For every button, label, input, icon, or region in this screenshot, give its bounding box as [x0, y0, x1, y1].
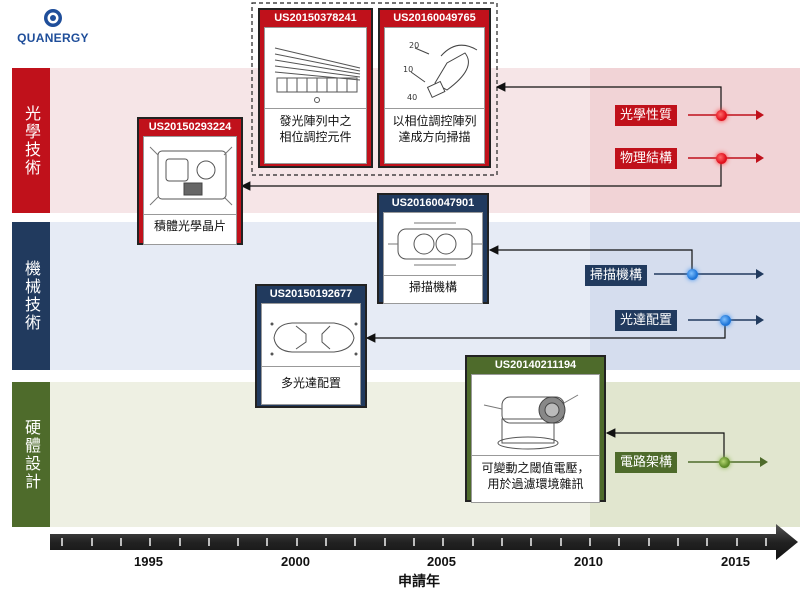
timeline-axis	[50, 524, 798, 560]
patent-figure	[143, 136, 237, 215]
tag-lidar-config: 光達配置	[615, 310, 678, 331]
patent-figure	[261, 303, 361, 367]
patent-desc-box: 發光陣列中之 相位調控元件	[264, 109, 367, 164]
marker-dot-lidar-config	[720, 315, 731, 326]
year-label-2005: 2005	[427, 554, 456, 569]
year-label-1995: 1995	[134, 554, 163, 569]
optics-band-recent	[590, 68, 800, 213]
multi-lidar-car-figure	[270, 322, 358, 356]
patent-number: US20160047901	[391, 197, 475, 209]
patent-card-us20160049765[interactable]: US20160049765 20 10 40 以相位調控陣列 達成方向掃描	[378, 8, 491, 168]
quanergy-logo: QUANERGY	[10, 6, 96, 46]
patent-figure	[471, 374, 600, 456]
timeline-axis-label: 申請年	[398, 574, 440, 590]
patent-figure: 20 10 40	[384, 27, 485, 109]
category-hardware: 硬體設計	[12, 382, 50, 527]
marker-dot-optical-property	[716, 110, 727, 121]
logo-text: QUANERGY	[17, 31, 89, 45]
patent-desc-line2: 達成方向掃描	[398, 130, 471, 144]
patent-card-us20150293224[interactable]: US20150293224 積體光學晶片	[137, 117, 243, 245]
patent-card-us20150378241[interactable]: US20150378241 發光陣列中之 相位調控元件	[258, 8, 373, 168]
patent-desc-line1: 多光達配置	[280, 376, 341, 390]
patent-number: US20160049765	[393, 12, 476, 24]
svg-text:20: 20	[409, 41, 419, 50]
patent-desc-line1: 可變動之閾值電壓，	[481, 461, 590, 475]
patent-number: US20140211194	[494, 359, 577, 371]
marker-dot-circuit-arch	[719, 457, 730, 468]
optical-chip-figure	[149, 146, 233, 206]
tag-scan-mechanism: 掃描機構	[585, 265, 648, 286]
patent-desc-box: 以相位調控陣列 達成方向掃描	[384, 109, 485, 164]
year-label-2000: 2000	[281, 554, 310, 569]
patent-card-us20160047901[interactable]: US20160047901 掃描機構	[377, 193, 489, 304]
patent-desc-line2: 用於過濾環境雜訊	[487, 477, 584, 491]
beam-steer-figure: 20 10 40	[403, 41, 478, 102]
patent-figure	[264, 27, 367, 109]
patent-card-us20140211194[interactable]: US20140211194 可變動之閾值電壓， 用於過濾環境雜訊	[465, 355, 606, 503]
patent-desc-box: 掃描機構	[383, 276, 483, 304]
patent-desc-line1: 掃描機構	[408, 280, 457, 294]
year-label-2010: 2010	[574, 554, 603, 569]
patent-desc-line1: 積體光學晶片	[153, 219, 226, 233]
patent-number: US20150293224	[148, 121, 232, 133]
patent-desc-box: 可變動之閾值電壓， 用於過濾環境雜訊	[471, 456, 600, 503]
logo-mark-icon	[44, 9, 62, 27]
patent-desc-line2: 相位調控元件	[279, 130, 352, 144]
year-label-2015: 2015	[721, 554, 750, 569]
patent-number: US20150378241	[274, 12, 357, 24]
patent-desc-box: 積體光學晶片	[143, 215, 237, 245]
marker-dot-scan-mechanism	[687, 269, 698, 280]
patent-desc-line1: 以相位調控陣列	[392, 114, 477, 128]
tag-physical-structure: 物理結構	[615, 148, 678, 169]
category-optics: 光學技術	[12, 68, 50, 213]
mechanics-band-recent	[590, 222, 800, 370]
svg-text:10: 10	[403, 65, 413, 74]
patent-number: US20150192677	[269, 288, 353, 300]
patent-desc-box: 多光達配置	[261, 367, 361, 405]
scan-mechanism-figure	[388, 222, 482, 266]
circuit-housing-figure	[483, 394, 579, 450]
marker-dot-physical-structure	[716, 153, 727, 164]
tag-circuit-arch: 電路架構	[615, 452, 678, 473]
patent-desc-line1: 發光陣列中之	[279, 114, 352, 128]
patent-figure	[383, 212, 483, 276]
patent-card-us20150192677[interactable]: US20150192677 多光達配置	[255, 284, 367, 408]
phase-array-figure	[274, 47, 361, 103]
svg-text:40: 40	[407, 93, 417, 102]
category-mechanics: 機械技術	[12, 222, 50, 370]
tag-optical-property: 光學性質	[615, 105, 678, 126]
